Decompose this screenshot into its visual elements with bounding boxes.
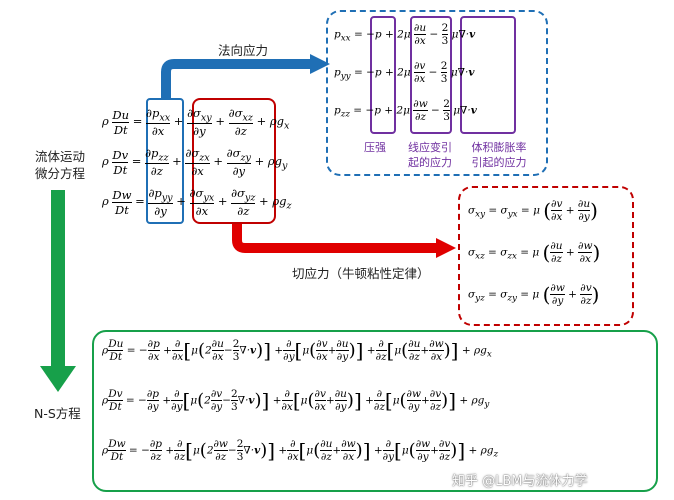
watermark-text: 知乎 @LBM与流体力学 bbox=[452, 474, 588, 489]
normal-stress-arrow bbox=[161, 59, 312, 98]
normal-stress-label: 法向应力 bbox=[218, 43, 269, 58]
blue-pressure-term-box bbox=[146, 98, 184, 224]
pressure-label: 压强 bbox=[364, 141, 386, 154]
fluid-motion-label: 流体运动 微分方程 bbox=[34, 149, 85, 181]
shear-stress-xy: σxy = σyx = μ (∂v∂x + ∂u∂y) bbox=[468, 198, 598, 223]
shear-stress-arrow bbox=[232, 223, 438, 253]
linear-strain-term-box bbox=[410, 16, 452, 134]
shear-stress-label: 切应力（牛顿粘性定律） bbox=[292, 266, 430, 281]
green-arrowhead bbox=[40, 366, 76, 392]
shear-stress-arrowhead bbox=[436, 238, 456, 258]
red-shear-term-box bbox=[192, 98, 276, 224]
ns-equation-box bbox=[92, 330, 658, 492]
normal-stress-arrowhead bbox=[310, 54, 330, 74]
volume-expansion-term-box bbox=[460, 16, 516, 134]
ns-equation-label: N-S方程 bbox=[34, 406, 81, 421]
pressure-term-box bbox=[370, 16, 396, 134]
green-arrow-shaft bbox=[51, 190, 65, 368]
volume-expansion-stress-label: 体积膨胀率 引起的应力 bbox=[471, 141, 527, 169]
shear-stress-yz: σyz = σzy = μ (∂w∂y + ∂v∂z) bbox=[468, 282, 600, 307]
linear-strain-stress-label: 线应变引 起的应力 bbox=[408, 141, 452, 169]
shear-stress-box bbox=[458, 186, 634, 326]
normal-stress-box bbox=[326, 10, 548, 176]
shear-stress-xz: σxz = σzx = μ (∂u∂z + ∂w∂x) bbox=[468, 240, 601, 265]
